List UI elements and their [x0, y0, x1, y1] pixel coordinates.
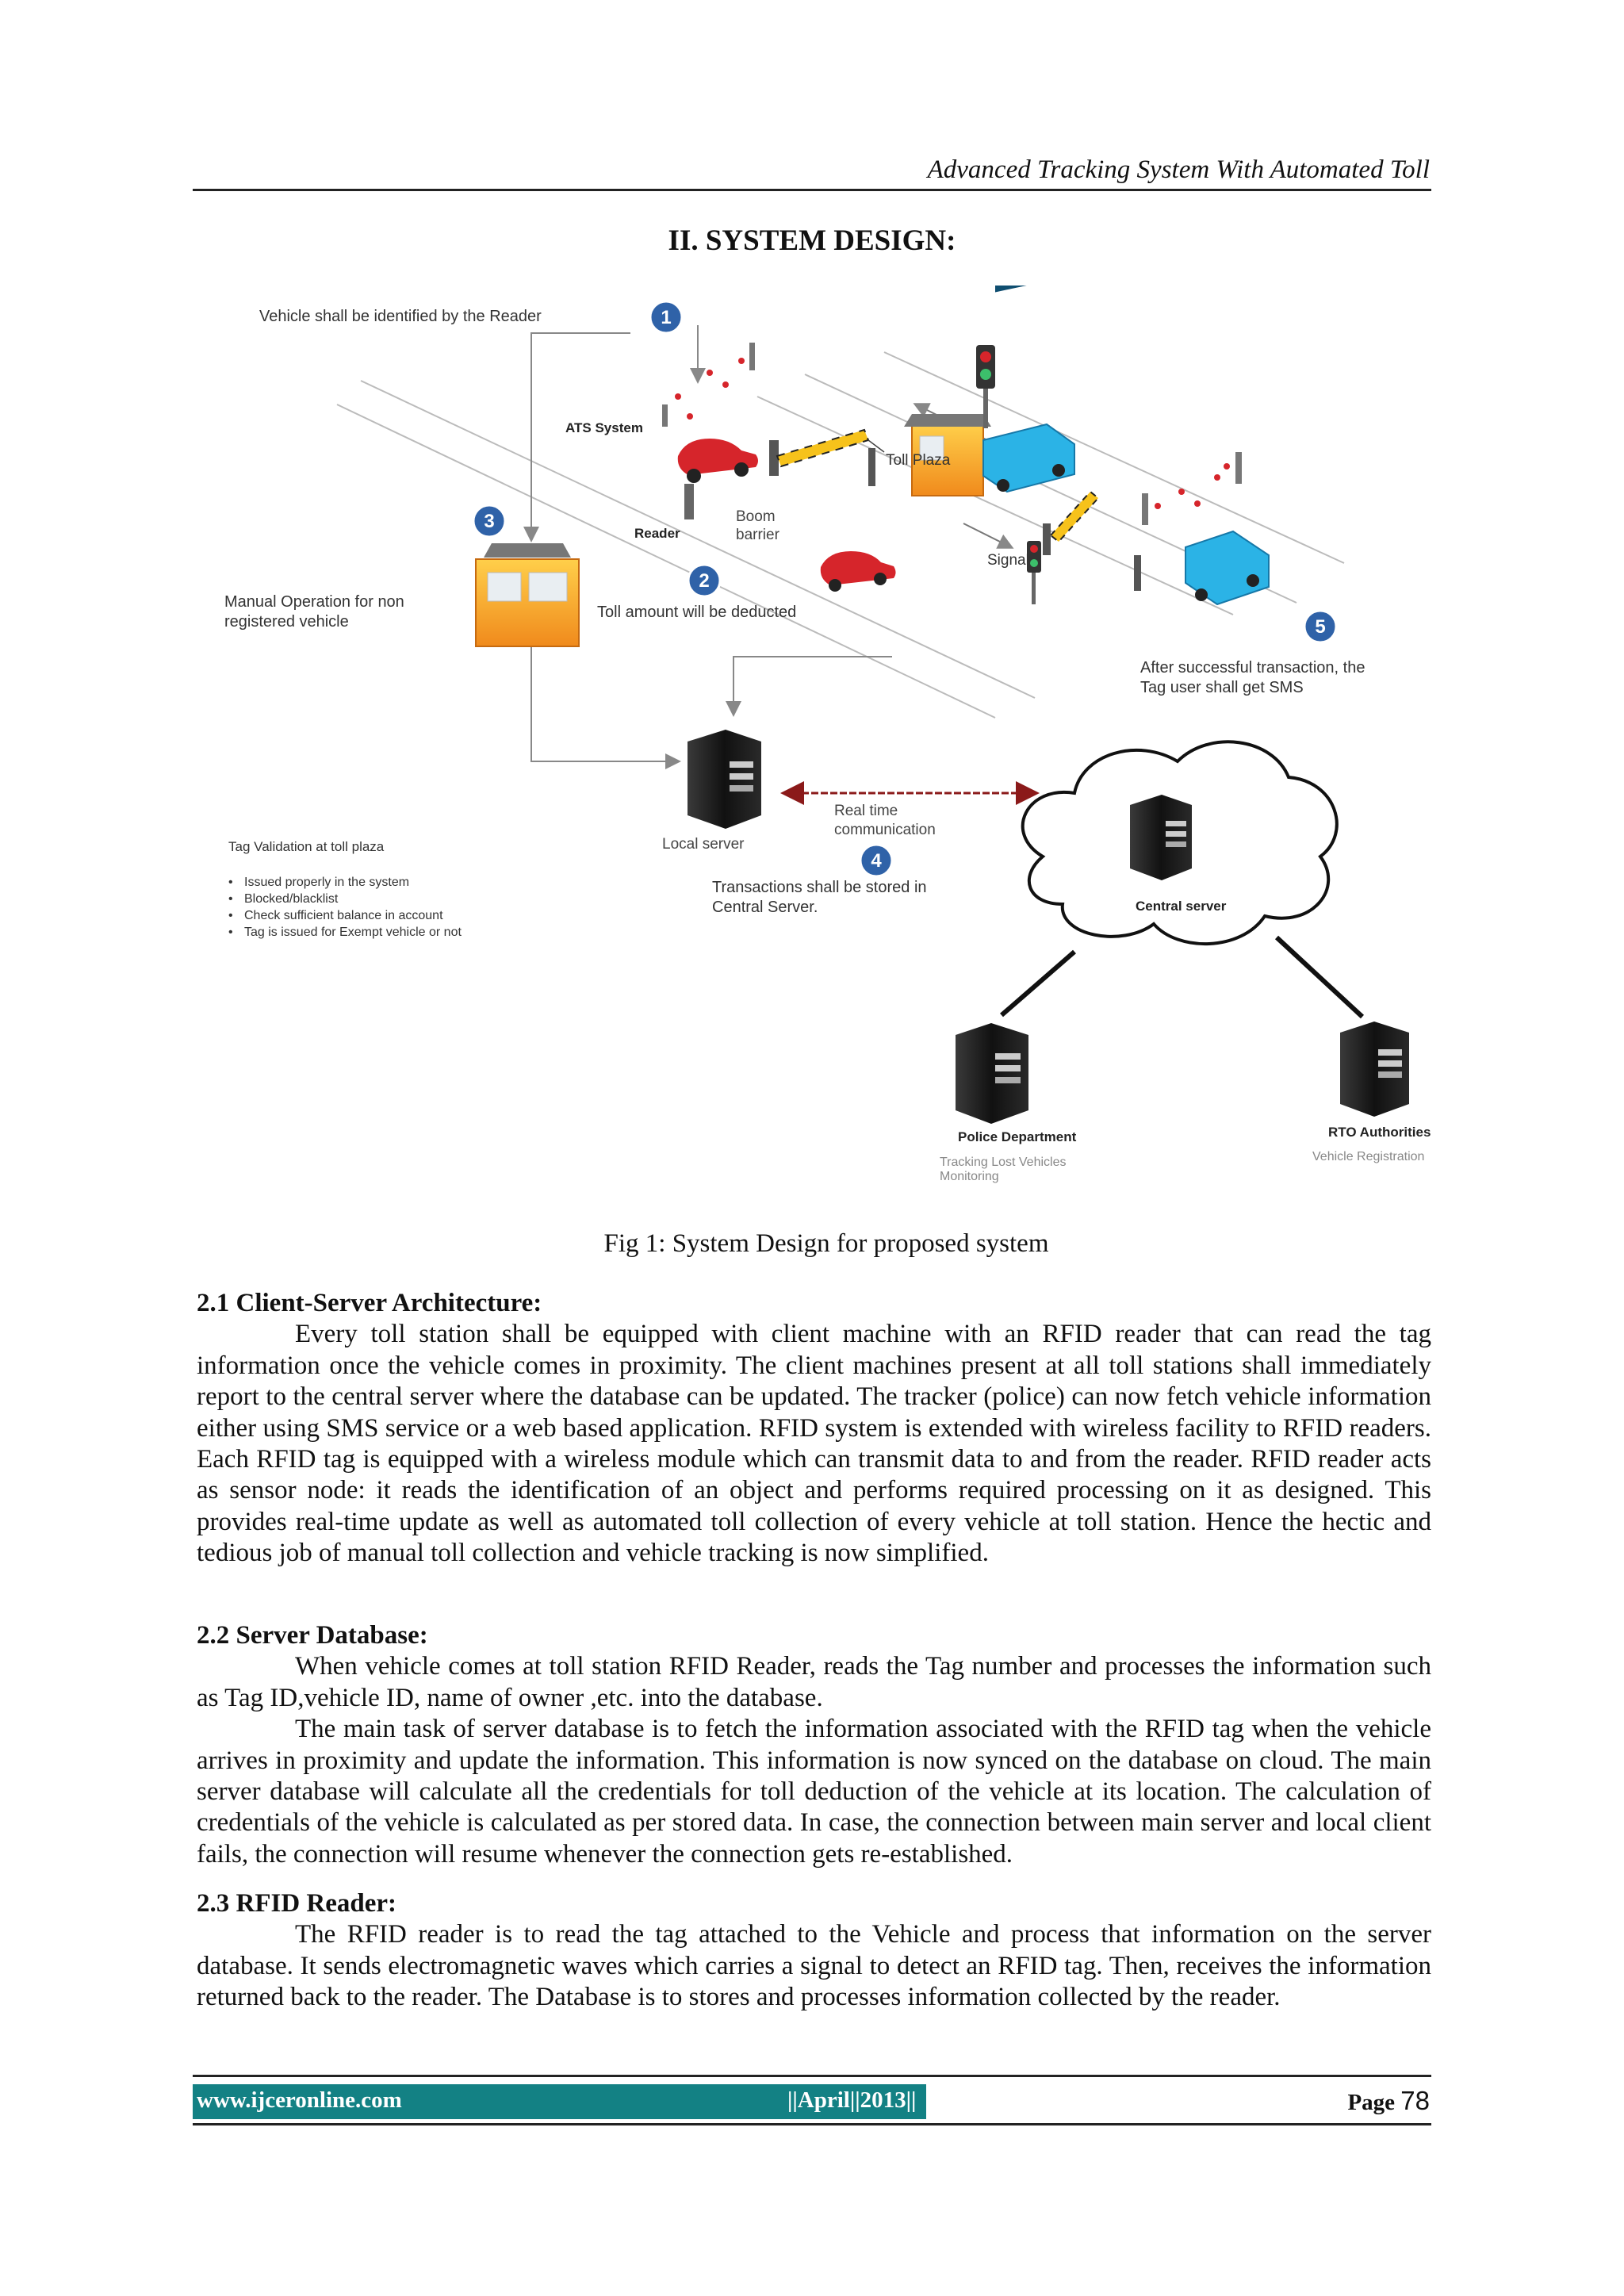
running-header: Advanced Tracking System With Automated … [927, 155, 1430, 184]
tag-validation-title: Tag Validation at toll plaza [228, 839, 385, 854]
bus-1 [982, 286, 1075, 493]
paragraph: When vehicle comes at toll station RFID … [197, 1652, 1431, 1712]
manual-toll-booth [475, 543, 580, 647]
svg-text:5: 5 [1315, 616, 1325, 638]
car-red-2 [820, 551, 896, 592]
step2-label: Toll amount will be deducted [597, 604, 796, 621]
step4-label-line2: Central Server. [712, 899, 818, 916]
police-department-label: Police Department [958, 1129, 1077, 1144]
step3-label-line1: Manual Operation for non [224, 593, 404, 611]
step5-label-line1: After successful transaction, the [1140, 659, 1365, 677]
tag-validation-item: Blocked/blacklist [244, 892, 339, 906]
step-badge-3: 3 [472, 504, 507, 539]
step1-label: Vehicle shall be identified by the Reade… [259, 308, 542, 325]
rto-sub-label: Vehicle Registration [1312, 1150, 1424, 1163]
svg-text:•: • [228, 909, 233, 922]
road-lanes [336, 351, 1345, 719]
police-sub-line2: Monitoring [940, 1170, 999, 1183]
svg-text:•: • [228, 892, 233, 906]
car-red-1 [677, 439, 758, 483]
system-design-figure: Vehicle shall be identified by the Reade… [224, 286, 1431, 1183]
svg-text:•: • [228, 926, 233, 939]
section-2-1: 2.1 Client-Server Architecture: Every to… [197, 1288, 1431, 1570]
reader-label: Reader [634, 526, 680, 541]
link-police [1000, 949, 1076, 1018]
local-server-label: Local server [662, 836, 745, 853]
step-badge-2: 2 [687, 563, 722, 598]
section-heading: 2.2 Server Database: [197, 1621, 428, 1650]
step3-label-line2: registered vehicle [224, 613, 349, 631]
step-badge-5: 5 [1303, 609, 1338, 644]
tag-validation-item: Issued properly in the system [244, 876, 409, 889]
rto-authorities-label: RTO Authorities [1328, 1125, 1431, 1140]
toll-plaza-label: Toll Plaza [886, 452, 951, 469]
bus-2 [1185, 530, 1270, 606]
police-server-icon [956, 1023, 1028, 1124]
svg-text:4: 4 [871, 850, 882, 872]
section-title: II. SYSTEM DESIGN: [668, 224, 956, 257]
footer-rule-bottom [193, 2123, 1431, 2125]
right-antennas [1142, 452, 1242, 525]
step5-label-line2: Tag user shall get SMS [1140, 679, 1304, 696]
tag-validation-item: Check sufficient balance in account [244, 909, 443, 922]
central-server-label: Central server [1136, 899, 1227, 914]
boom-label: Boom [736, 508, 776, 525]
paragraph: The RFID reader is to read the tag attac… [197, 1920, 1431, 2012]
ats-antennas [662, 343, 755, 427]
svg-text:1: 1 [661, 307, 671, 328]
tag-validation-list: • • • • Issued properly in the system Bl… [228, 876, 462, 939]
page-label: Page [1347, 2090, 1396, 2115]
section-heading: 2.1 Client-Server Architecture: [197, 1289, 542, 1317]
page-number: 78 [1400, 2086, 1430, 2115]
link-rto [1274, 935, 1365, 1019]
realtime-label-line1: Real time [834, 803, 898, 819]
header-rule [193, 189, 1431, 191]
section-2-3: 2.3 RFID Reader: The RFID reader is to r… [197, 1888, 1431, 2014]
boom-barrier-2 [1043, 490, 1100, 555]
central-server-icon [1130, 795, 1192, 880]
realtime-label-line2: communication [834, 822, 936, 838]
svg-text:•: • [228, 876, 233, 889]
signal-light [1027, 541, 1041, 604]
svg-text:3: 3 [484, 511, 494, 532]
footer-rule-top [193, 2075, 1431, 2077]
boom-barrier-1 [769, 428, 870, 476]
section-2-2: 2.2 Server Database: When vehicle comes … [197, 1620, 1431, 1870]
rto-server-icon [1340, 1022, 1409, 1117]
signal-label: Signal [987, 552, 1029, 569]
police-sub-line1: Tracking Lost Vehicles [940, 1156, 1066, 1169]
step-badge-1: 1 [649, 300, 684, 335]
tag-validation-item: Tag is issued for Exempt vehicle or not [244, 926, 462, 939]
lane-direction-arrow [963, 523, 1014, 549]
barrier-label: barrier [736, 527, 780, 543]
local-server-icon [688, 730, 761, 829]
paragraph: The main task of server database is to f… [197, 1715, 1431, 1869]
reader-pole [684, 484, 694, 519]
footer-page-number: Page 78 [1285, 2086, 1430, 2116]
reader-pole-right [1134, 555, 1141, 591]
svg-text:2: 2 [699, 570, 709, 592]
paragraph: Every toll station shall be equipped wit… [197, 1320, 1431, 1568]
figure-caption: Fig 1: System Design for proposed system [603, 1229, 1049, 1258]
footer-website-link[interactable]: www.ijceronline.com [197, 2087, 402, 2113]
traffic-light-top [976, 345, 995, 428]
step4-label-line1: Transactions shall be stored in [712, 879, 927, 896]
toll-booth-center [868, 414, 991, 496]
step-badge-4: 4 [859, 843, 894, 878]
section-heading: 2.3 RFID Reader: [197, 1889, 397, 1918]
ats-system-label: ATS System [565, 420, 643, 435]
footer-bar [193, 2084, 926, 2119]
footer-issue: ||April||2013|| [787, 2087, 917, 2113]
